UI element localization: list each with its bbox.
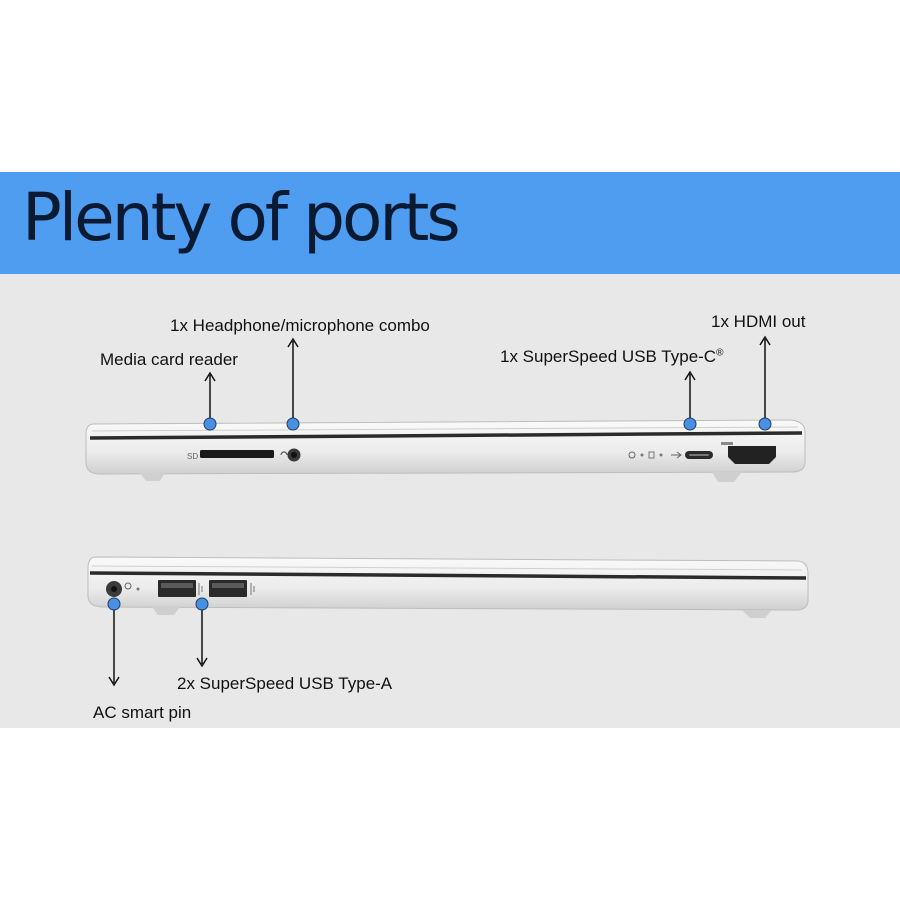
usb-a-callout-dot (195, 597, 209, 611)
headphone-arrow (287, 337, 299, 420)
page-title: Plenty of ports (22, 179, 461, 256)
usb-c-callout-dot (683, 417, 697, 431)
headphone-callout-dot (286, 417, 300, 431)
hdmi-port (728, 446, 776, 464)
card-reader-arrow (204, 371, 216, 420)
usb-c-arrow (684, 370, 696, 420)
card-reader-callout-dot (203, 417, 217, 431)
card-reader-label: Media card reader (100, 350, 238, 369)
power-icon (124, 582, 132, 590)
power-led-icon (628, 451, 636, 459)
usb-a-port-2 (209, 580, 247, 597)
usb-a-port-1 (158, 580, 196, 597)
title-banner (0, 172, 900, 274)
laptop-left-side (87, 556, 809, 618)
usb-c-label-text: 1x SuperSpeed USB Type-C (500, 347, 717, 366)
ac-pin-callout-dot (107, 597, 121, 611)
headphone-label: 1x Headphone/microphone combo (170, 316, 430, 335)
hdmi-arrow (759, 335, 771, 420)
hdmi-label: 1x HDMI out (711, 312, 806, 331)
registered-mark: ® (716, 347, 724, 359)
usb-ss-icon (250, 583, 255, 595)
hdmi-callout-dot (758, 417, 772, 431)
usb-a-label: 2x SuperSpeed USB Type-A (177, 674, 393, 693)
usb-a-arrow (196, 605, 208, 668)
sd-mark: SD (187, 452, 198, 461)
usb-c-symbol-icon (671, 451, 682, 459)
ac-pin-arrow (108, 605, 120, 687)
sd-card-slot (200, 450, 274, 458)
laptop-right-side: SD (85, 419, 806, 482)
headphone-icon (280, 451, 288, 456)
hdmi-logo-icon (721, 442, 733, 445)
usb-ss-icon (198, 583, 203, 595)
usb-c-label: 1x SuperSpeed USB Type-C® (500, 348, 723, 365)
ac-pin-label: AC smart pin (93, 703, 192, 722)
